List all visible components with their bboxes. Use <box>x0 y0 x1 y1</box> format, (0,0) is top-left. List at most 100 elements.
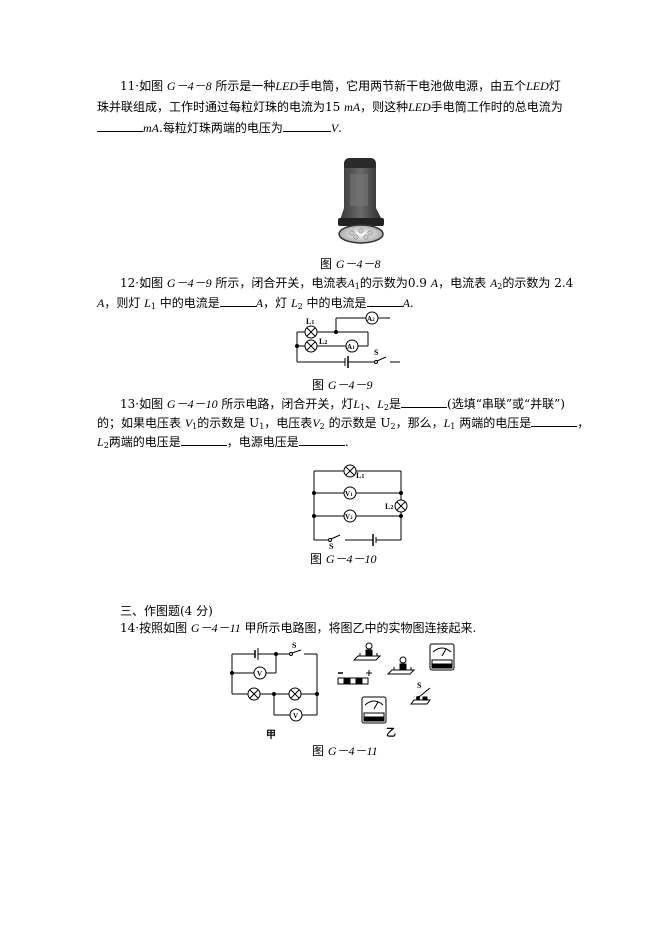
label-v: V <box>293 712 298 720</box>
text: .每粒灯珠两端的电压为 <box>159 121 283 135</box>
answer-blank-voltage[interactable] <box>282 119 331 132</box>
subscript: 1 <box>360 403 366 412</box>
figure-ref: G－4－10 <box>166 397 218 411</box>
subscript: 2 <box>390 422 396 431</box>
lamp-l2: L <box>290 296 298 310</box>
circuit-diagram-g-4-9: L1 L2 A2 A1 S <box>295 311 400 368</box>
text: 所示，闭合开关，电流表 <box>211 276 348 290</box>
question-number: 11 <box>120 79 136 93</box>
text: ，电压表 <box>264 416 313 430</box>
lamp-holder-icon <box>386 656 416 675</box>
subscript: 2 <box>497 282 503 291</box>
label-l1: L1 <box>306 317 314 326</box>
answer-blank-total-current[interactable] <box>97 119 143 132</box>
text: 所示电路，闭合开关，灯 <box>217 397 354 411</box>
text: 所示是一种 <box>211 79 276 93</box>
text: 的示数为0.9 <box>359 276 431 290</box>
subscript: 1 <box>354 282 360 291</box>
text: ，则灯 <box>104 296 145 310</box>
caption-text: G－4－11 <box>327 744 378 758</box>
q13-line-2: 的；如果电压表 V1的示数是 U1，电压表V2 的示数是 U2，那么，L1 两端… <box>97 414 589 435</box>
lamp-l2: L <box>97 435 104 449</box>
text: 的示数是 U <box>197 416 260 430</box>
circuit-diagram-jia: V V S <box>230 641 319 722</box>
led-term: LED <box>526 79 549 93</box>
subscript: 2 <box>103 441 109 450</box>
lamp-holder-icon <box>352 642 382 661</box>
text: 两端的电压是 <box>108 435 181 449</box>
label-l2: L2 <box>385 502 393 511</box>
switch-icon <box>374 360 378 364</box>
led-term: LED <box>408 100 431 114</box>
unit: V <box>330 121 339 135</box>
text: 甲所示电路图，将图乙中的实物图连接起来. <box>240 621 477 635</box>
unit: A <box>255 296 264 310</box>
caption-text: G－4－8 <box>335 257 381 271</box>
figure-ref: G－4－9 <box>166 276 212 290</box>
question-number: 14 <box>120 621 136 635</box>
lamp-l2: L <box>377 397 384 411</box>
physical-components-yi: S <box>337 642 455 724</box>
caption-text: G－4－9 <box>327 378 373 392</box>
label-s: S <box>417 681 422 690</box>
voltmeter-v1: V <box>184 416 193 430</box>
lamp-l1: L <box>353 397 361 411</box>
ammeter-a1: A <box>347 276 355 290</box>
text: ，则这种 <box>360 100 409 114</box>
switch-icon <box>328 538 332 542</box>
unit: A <box>430 276 439 290</box>
text: . <box>344 435 349 449</box>
label-v2: V2 <box>345 513 353 521</box>
text: ·如图 <box>135 276 167 290</box>
label-v1: V1 <box>345 490 353 498</box>
text: ， <box>577 416 590 430</box>
text: . <box>338 121 342 135</box>
switch-icon <box>289 652 293 656</box>
figure-caption-g-4-9: 图 G－4－9 <box>312 376 373 393</box>
flashlight-image <box>338 158 384 244</box>
answer-blank-l2-current[interactable] <box>366 294 403 307</box>
voltmeter-v2: V <box>312 416 320 430</box>
question-number: 13 <box>120 397 136 411</box>
subscript: 2 <box>319 422 325 431</box>
text: 珠并联组成，工作时通过每粒灯珠的电流为15 <box>97 100 345 114</box>
text: 中的电流是 <box>155 296 220 310</box>
label-s: S <box>374 348 379 357</box>
label-yi: 乙 <box>386 728 396 739</box>
figure-caption-g-4-8: 图 G－4－8 <box>320 255 381 272</box>
figure-caption-g-4-10: 图 G－4－10 <box>310 550 377 567</box>
answer-blank-l1-current[interactable] <box>219 294 256 307</box>
text: ·如图 <box>135 79 167 93</box>
text: 、 <box>365 397 378 411</box>
subscript: 2 <box>383 403 389 412</box>
text: 的示数是 U <box>324 416 391 430</box>
text: ，那么， <box>395 416 444 430</box>
led-term: LED <box>275 79 299 93</box>
text: 灯 <box>548 79 561 93</box>
q13-line-3: L2两端的电压是，电源电压是. <box>97 433 349 454</box>
label-s: S <box>292 641 297 650</box>
text: ·按照如图 <box>135 621 191 635</box>
answer-blank-source-voltage[interactable] <box>298 433 345 446</box>
subscript: 1 <box>259 422 265 431</box>
subscript: 1 <box>450 422 456 431</box>
subscript: 2 <box>297 302 303 311</box>
answer-blank-l2-voltage[interactable] <box>180 433 227 446</box>
answer-blank-connection-type[interactable] <box>401 395 448 408</box>
text: 手电筒，它用两节新干电池做电源，由五个 <box>298 79 527 93</box>
label-a1: A1 <box>347 343 355 351</box>
unit: A <box>97 296 105 310</box>
switch-device-icon <box>410 687 431 705</box>
voltmeter-device-icon <box>361 696 387 724</box>
label-a2: A2 <box>367 315 375 323</box>
q12-line-1: 12·如图 G－4－9 所示，闭合开关，电流表A1的示数为0.9 A，电流表 A… <box>120 275 573 295</box>
text: ，电流表 <box>438 276 490 290</box>
q11-line-2: 珠并联组成，工作时通过每粒灯珠的电流为15 mA，则这种LED手电筒工作时的总电… <box>97 99 563 115</box>
figure-ref: G－4－11 <box>190 621 241 635</box>
label-l2: L2 <box>319 337 327 346</box>
answer-blank-l1-voltage[interactable] <box>531 414 578 427</box>
text: 中的电流是 <box>302 296 367 310</box>
lamp-l1: L <box>443 416 451 430</box>
caption-prefix: 图 <box>312 378 325 392</box>
